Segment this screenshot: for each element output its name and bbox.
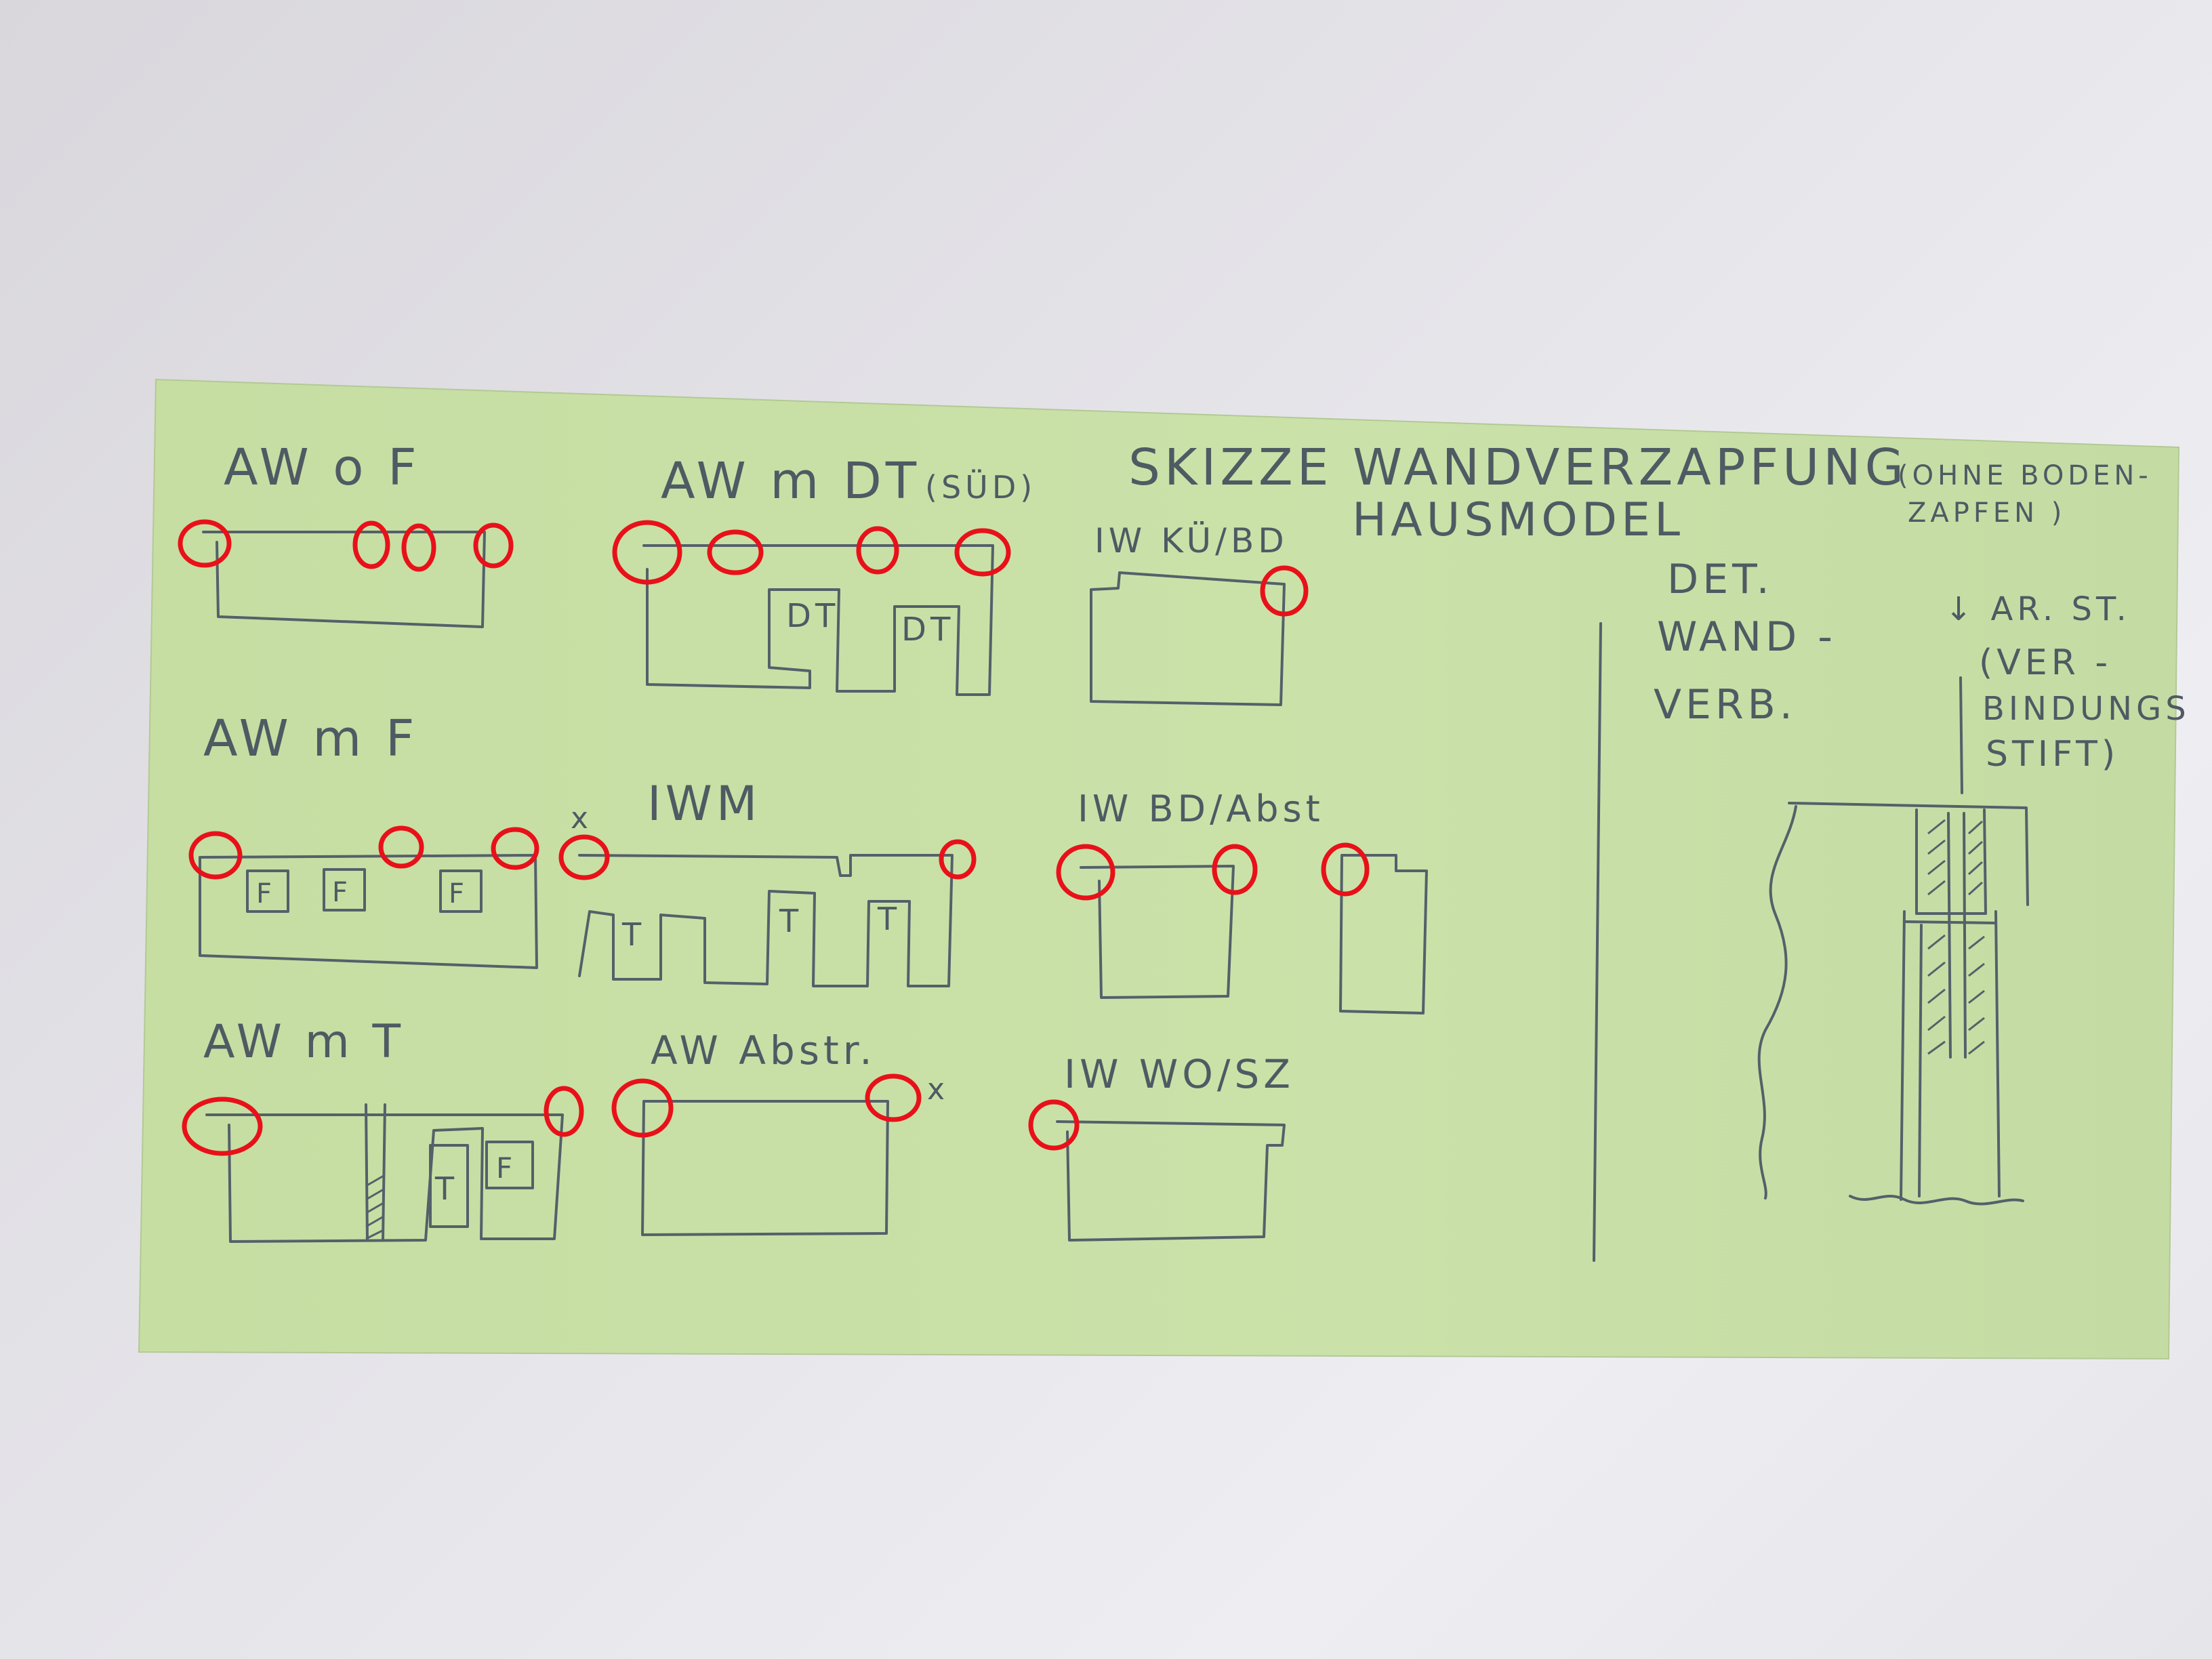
heading-aside2: ZAPFEN ): [1908, 497, 2066, 529]
wall-iw-bd-2: [1339, 854, 1428, 1015]
label-t-3: T: [877, 901, 901, 937]
detail-line2: WAND -: [1657, 613, 1837, 661]
marks-iw-wo: [1028, 1099, 1080, 1151]
marks-aw-dt: [612, 520, 1011, 585]
label-t-4: T: [434, 1170, 458, 1207]
marks-iw-ku: [1260, 565, 1309, 617]
detail-drawing: [1757, 802, 2029, 1206]
detail-line3: VERB.: [1654, 681, 1797, 729]
label-t-1: T: [621, 916, 645, 953]
wall-iwm: [578, 854, 954, 987]
divider-line: [1593, 622, 1602, 1262]
marks-aw-of: [178, 519, 514, 572]
marks-aw-abstr: [611, 1073, 922, 1138]
label-cross-2: x: [927, 1072, 949, 1107]
wall-aw-dt: [642, 544, 994, 696]
detail-note3: BINDUNGS: [1982, 690, 2190, 728]
detail-line1: DET.: [1667, 556, 1774, 603]
door-aw-mt: [429, 1144, 469, 1228]
detail-note1: ↓ AR. ST.: [1945, 590, 2131, 628]
detail-note2: (VER -: [1979, 642, 2112, 683]
detail-note4: STIFT): [1986, 734, 2119, 775]
label-t-2: T: [779, 903, 802, 939]
label-f-1: F: [256, 878, 276, 909]
label-iw-bd: IW BD/Abst: [1078, 787, 1324, 830]
wall-iw-ku: [1090, 571, 1286, 706]
label-dt-2: DT: [901, 611, 954, 649]
marks-iwm: [558, 834, 977, 880]
label-aw-of: AW o F: [224, 438, 421, 497]
wall-aw-abstr: [641, 1100, 889, 1236]
label-iwm: IWM: [647, 776, 761, 832]
marks-iw-bd: [1056, 842, 1370, 901]
windows-aw-mf: [246, 868, 483, 913]
wall-aw-mf: [199, 854, 538, 969]
label-iw-wo: IW WO/SZ: [1064, 1051, 1294, 1097]
label-aw-mf: AW m F: [203, 710, 418, 768]
wall-aw-of: [202, 531, 486, 628]
label-dt-1: DT: [786, 597, 839, 635]
marks-aw-mf: [188, 825, 539, 880]
label-aw-mt: AW m T: [203, 1015, 405, 1069]
label-f-4: F: [496, 1151, 516, 1185]
hatch-aw-mt: [365, 1103, 386, 1242]
label-iw-ku: IW KÜ/BD: [1094, 521, 1288, 560]
detail-arrow-line: [1959, 676, 1963, 794]
label-f-2: F: [332, 877, 352, 908]
wall-aw-mt: [205, 1113, 564, 1243]
label-aw-dt: AW m DT: [661, 452, 920, 510]
heading-line2: HAUSMODEL: [1352, 493, 1684, 547]
label-cross-1: x: [571, 801, 592, 836]
window-aw-mt: [485, 1141, 534, 1189]
label-aw-dt-sub: (SÜD): [925, 469, 1036, 506]
sticky-note: [138, 378, 2180, 1360]
wall-iw-wo: [1056, 1120, 1286, 1242]
label-f-3: F: [449, 878, 468, 909]
label-aw-abstr: AW Abstr.: [651, 1027, 876, 1073]
marks-aw-mt: [182, 1086, 584, 1156]
heading-aside1: (OHNE BODEN-: [1898, 460, 2152, 491]
heading-line1: SKIZZE WANDVERZAPFUNG: [1128, 438, 1908, 497]
wall-iw-bd-1: [1080, 865, 1235, 999]
